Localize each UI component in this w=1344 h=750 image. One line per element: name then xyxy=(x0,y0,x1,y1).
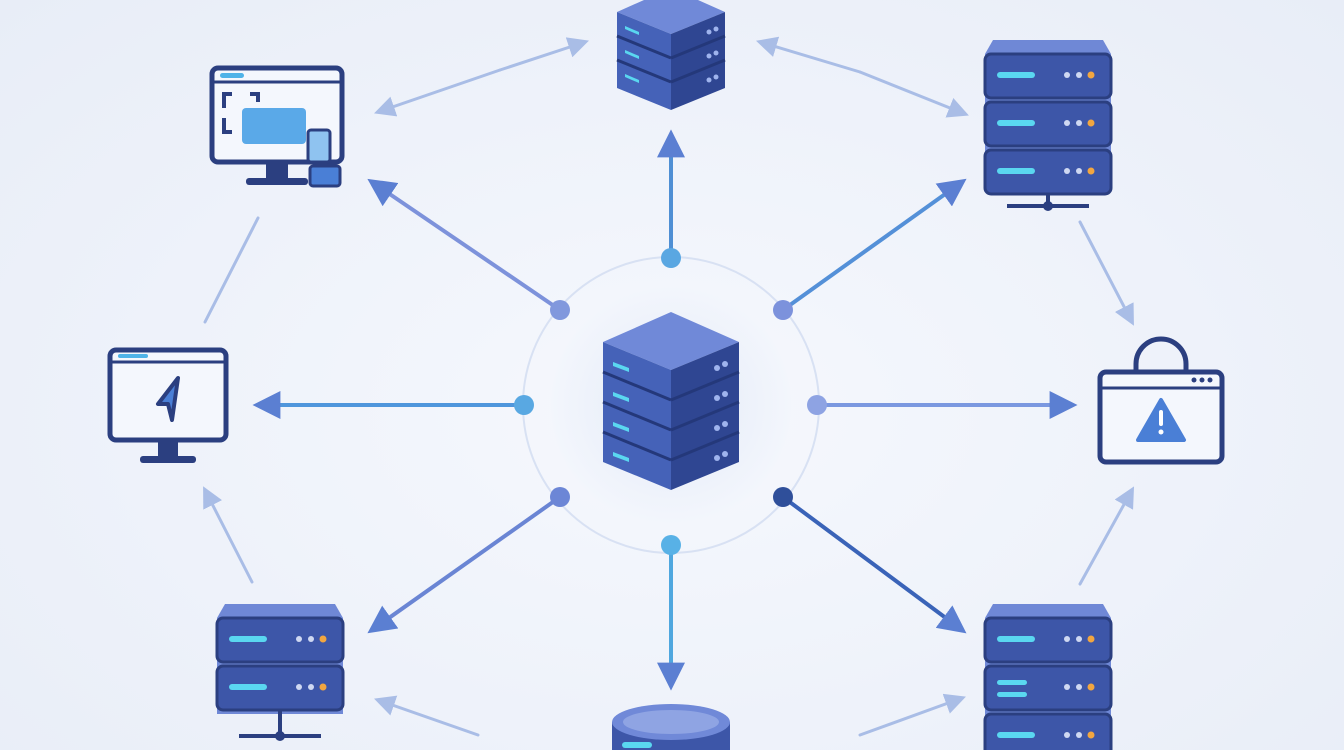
top-server-icon xyxy=(616,0,726,110)
bottom-left-server-icon xyxy=(215,604,345,741)
ring-link-bottom-right-server-alert xyxy=(1078,486,1135,586)
left-monitor-icon xyxy=(107,347,229,463)
hub-connections xyxy=(252,129,1078,691)
ring-link-bottom-left-server-left-monitor xyxy=(203,486,254,584)
ring-link-top-right-server-alert xyxy=(1078,220,1134,326)
hub-link-top-right xyxy=(781,178,967,312)
ring-connections xyxy=(203,36,1135,737)
top-left-monitor-icon xyxy=(209,65,345,188)
ring-link-database-bottom-left-server xyxy=(374,695,480,737)
ring-link-database-bottom-right-server xyxy=(858,693,966,737)
bottom-database-icon xyxy=(612,704,730,750)
right-alert-window-icon xyxy=(1097,336,1225,465)
top-right-server-icon xyxy=(983,40,1113,211)
ring-link-top-server-top-right-server xyxy=(755,36,862,74)
bottom-right-server-icon xyxy=(983,604,1113,750)
hub-link-bottom-right xyxy=(781,495,967,634)
hub-link-bottom-left xyxy=(367,495,562,634)
hub-link-top-left xyxy=(367,178,562,312)
central-server-icon xyxy=(602,312,740,490)
ring-link-left-monitor-top-left-monitor xyxy=(203,216,260,324)
ring-link-top-server-top-left-monitor xyxy=(374,68,502,117)
ring-link-top-server-top-left-monitor-b xyxy=(498,37,589,72)
ring-link-top-server-top-right-server-b xyxy=(858,70,969,118)
hub-connection-dots xyxy=(514,248,827,555)
